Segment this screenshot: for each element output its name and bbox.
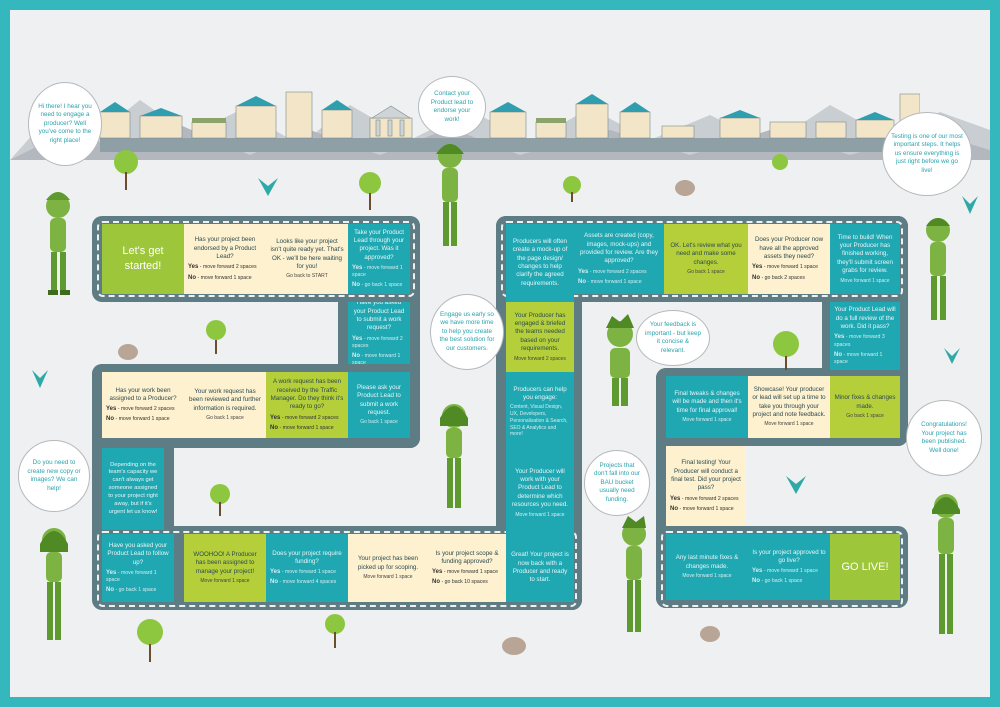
- tile-approved-assets[interactable]: Does your Producer now have all the appr…: [748, 224, 830, 294]
- tile-review-changes[interactable]: OK. Let's review what you need and make …: [664, 224, 748, 294]
- character-producer-male: [606, 314, 634, 406]
- tile-text: Assets are created (copy, images, mock-u…: [579, 232, 659, 265]
- tile-producers-engage[interactable]: Producers can help you engage: Content, …: [506, 372, 574, 452]
- tile-text: Is your project approved to go live?: [752, 548, 826, 564]
- tile-text: Does your Producer now have all the appr…: [754, 236, 824, 261]
- tile-text: Your Producer has engaged & briefed the …: [514, 311, 566, 353]
- tile-text: Showcase! Your producer or lead will set…: [752, 385, 826, 418]
- bubble-feedback: Your feedback is important - but keep it…: [636, 310, 710, 366]
- tile-minor-fixes[interactable]: Minor fixes & changes made. Go back 1 sp…: [830, 376, 900, 438]
- character-tester: [926, 218, 950, 320]
- tile-text: Producers will often create a mock-up of…: [512, 237, 568, 287]
- tile-determine-resources[interactable]: Your Producer will work with your Produc…: [506, 452, 574, 534]
- road-dash-1: [97, 221, 415, 297]
- tile-ask-work-request[interactable]: Please ask your Product Lead to submit a…: [348, 372, 410, 438]
- road-dash-3: [97, 531, 577, 607]
- tile-text: Take your Product Lead through your proj…: [353, 228, 405, 261]
- tile-last-minute-fixes[interactable]: Any last minute fixes & changes made. Mo…: [666, 534, 748, 600]
- tile-showcase[interactable]: Showcase! Your producer or lead will set…: [748, 376, 830, 438]
- tile-text: GO LIVE!: [841, 560, 889, 573]
- tile-text: Has your project been endorsed by a Prod…: [193, 236, 257, 261]
- tile-text: Is your project scope & funding approved…: [435, 549, 499, 565]
- tile-product-lead-approved[interactable]: Take your Product Lead through your proj…: [348, 224, 410, 294]
- tile-great[interactable]: Great! Your project is now back with a P…: [506, 534, 574, 602]
- tile-require-funding[interactable]: Does your project require funding? Yes -…: [266, 534, 348, 602]
- bubble-new-copy: Do you need to create new copy or images…: [18, 440, 90, 512]
- character-product-lead: [436, 144, 464, 246]
- tile-text: Looks like your project isn't quite read…: [270, 237, 344, 270]
- tile-scope-approved[interactable]: Is your project scope & funding approved…: [428, 534, 506, 602]
- tile-further-info[interactable]: Your work request has been reviewed and …: [184, 372, 266, 438]
- tile-full-review[interactable]: Your Product Lead will do a full review …: [830, 302, 900, 370]
- tile-text: Has your work been assigned to a Produce…: [109, 386, 177, 402]
- tile-go-live[interactable]: GO LIVE!: [830, 534, 900, 600]
- tile-text: Does your project require funding?: [272, 549, 342, 565]
- tile-start[interactable]: Let's get started!: [102, 224, 184, 294]
- tile-text: Your Producer will work with your Produc…: [511, 467, 569, 509]
- tile-final-tweaks[interactable]: Final tweaks & changes will be made and …: [666, 376, 748, 438]
- tile-text: Producers can help you engage:: [513, 385, 567, 402]
- tile-capacity[interactable]: Depending on the team's capacity we can'…: [102, 448, 164, 530]
- bubble-intro: Hi there! I hear you need to engage a pr…: [28, 82, 102, 166]
- bubble-bau: Projects that don't fall into our BAU bu…: [584, 450, 650, 516]
- tile-text: Your Product Lead will do a full review …: [834, 306, 896, 331]
- tile-assigned-producer[interactable]: Has your work been assigned to a Produce…: [102, 372, 184, 438]
- tile-time-to-build[interactable]: Time to build! When your Producer has fi…: [830, 224, 900, 294]
- bubble-engage-early: Engage us early so we have more time to …: [430, 294, 504, 370]
- tile-text: Have you asked your Product Lead to subm…: [353, 302, 405, 332]
- road-dash-2: [501, 221, 903, 297]
- tile-text: Minor fixes & changes made.: [834, 394, 896, 410]
- tile-text: Your project has been picked up for scop…: [357, 555, 419, 571]
- tile-work-request-asked[interactable]: Have you asked your Product Lead to subm…: [348, 302, 410, 364]
- character-producer-female: [440, 404, 468, 508]
- character-content-helper: [40, 528, 68, 640]
- game-board: Let's get started! Has your project been…: [10, 10, 990, 697]
- bubble-product-lead: Contact your Product lead to endorse you…: [418, 76, 486, 138]
- decor-trees-rocks: [32, 150, 978, 662]
- tile-text: Great! Your project is now back with a P…: [511, 551, 569, 584]
- tile-text: Let's get started!: [122, 245, 164, 272]
- tile-text: Final testing! Your Producer will conduc…: [671, 459, 741, 492]
- tile-text: OK. Let's review what you need and make …: [670, 242, 742, 266]
- tile-text: Time to build! When your Producer has fi…: [837, 233, 893, 275]
- tile-approved-live[interactable]: Is your project approved to go live? Yes…: [748, 534, 830, 600]
- bubble-testing: Testing is one of our most important ste…: [882, 112, 972, 196]
- tile-text: Please ask your Product Lead to submit a…: [356, 383, 402, 416]
- tile-text: A work request has been received by the …: [270, 378, 344, 411]
- tile-assets-created[interactable]: Assets are created (copy, images, mock-u…: [574, 224, 664, 294]
- tile-scoping[interactable]: Your project has been picked up for scop…: [348, 534, 428, 602]
- tile-text: Have you asked your Product Lead to foll…: [107, 541, 169, 566]
- tile-text: Final tweaks & changes will be made and …: [672, 390, 742, 414]
- tile-traffic-manager[interactable]: A work request has been received by the …: [266, 372, 348, 438]
- tile-not-ready[interactable]: Looks like your project isn't quite read…: [266, 224, 348, 294]
- character-celebrator: [932, 494, 960, 634]
- tile-text: Any last minute fixes & changes made.: [675, 554, 739, 570]
- tile-final-testing[interactable]: Final testing! Your Producer will conduc…: [666, 446, 746, 526]
- character-guide: [46, 192, 70, 295]
- bubble-congrats: Congratulations! Your project has been p…: [906, 400, 982, 476]
- tile-mockup[interactable]: Producers will often create a mock-up of…: [506, 224, 574, 302]
- tile-woohoo[interactable]: WOOHOO! A Producer has been assigned to …: [184, 534, 266, 602]
- tile-endorsed[interactable]: Has your project been endorsed by a Prod…: [184, 224, 266, 294]
- tile-follow-up[interactable]: Have you asked your Product Lead to foll…: [102, 534, 174, 602]
- street: [100, 138, 920, 152]
- road-dash-4: [661, 531, 903, 607]
- character-producer-bau: [622, 516, 646, 632]
- tile-text: WOOHOO! A Producer has been assigned to …: [193, 551, 257, 575]
- tile-text: Depending on the team's capacity we can'…: [108, 461, 158, 515]
- tile-text: Your work request has been reviewed and …: [189, 388, 261, 412]
- tile-briefed-teams[interactable]: Your Producer has engaged & briefed the …: [506, 302, 574, 372]
